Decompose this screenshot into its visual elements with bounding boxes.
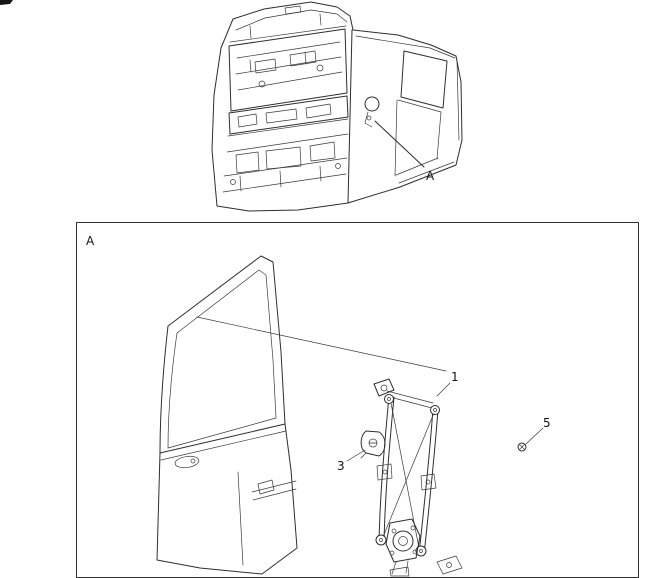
regulator-carriage xyxy=(376,463,393,481)
regulator-pulley xyxy=(415,545,427,557)
cab-front-panel xyxy=(228,95,349,135)
part-3-leader-line xyxy=(346,449,366,462)
part-1-label: 1 xyxy=(451,370,459,384)
regulator-pulley xyxy=(375,534,387,546)
door-pocket-detail xyxy=(257,479,275,495)
regulator-carriage xyxy=(420,473,437,491)
regulator-pulley xyxy=(384,394,394,404)
cab-roof xyxy=(229,5,348,43)
detail-box-label: A xyxy=(86,234,95,248)
part-5-leader-line xyxy=(525,427,544,445)
callout-leader-line xyxy=(374,120,425,168)
door-window-frame-outer xyxy=(167,255,286,425)
door-belt-line xyxy=(159,423,286,454)
door-crease-line xyxy=(237,471,244,566)
part-location-marker xyxy=(364,96,380,128)
scan-artifact-mark xyxy=(0,0,13,5)
part-5-label: 5 xyxy=(543,416,551,430)
truck-cab-illustration: A xyxy=(211,1,463,212)
window-regulator-assembly xyxy=(373,378,463,577)
side-window-opening xyxy=(400,50,448,109)
detail-view: A xyxy=(76,222,639,578)
door-illustration xyxy=(156,255,298,575)
regulator-motor xyxy=(385,518,421,577)
door-panel-outline xyxy=(156,423,298,575)
cab-lower-front xyxy=(222,118,349,193)
detail-box-border xyxy=(76,222,639,578)
regulator-pulley xyxy=(430,405,440,415)
regulator-cable xyxy=(390,402,420,549)
door-handle xyxy=(174,455,200,469)
regulator-top-bracket xyxy=(373,378,395,397)
windshield-opening xyxy=(228,28,348,112)
door-window-frame-inner xyxy=(176,269,277,419)
part-1-leader-line xyxy=(196,316,447,372)
part-3-clip xyxy=(360,430,386,459)
lower-bracket xyxy=(436,555,463,575)
cab-silhouette xyxy=(211,1,463,212)
regulator-cable xyxy=(382,412,435,538)
callout-a-label: A xyxy=(426,169,435,183)
cab-side-panel xyxy=(347,29,460,204)
part-5-screw xyxy=(517,442,527,452)
part-3-label: 3 xyxy=(337,459,345,473)
